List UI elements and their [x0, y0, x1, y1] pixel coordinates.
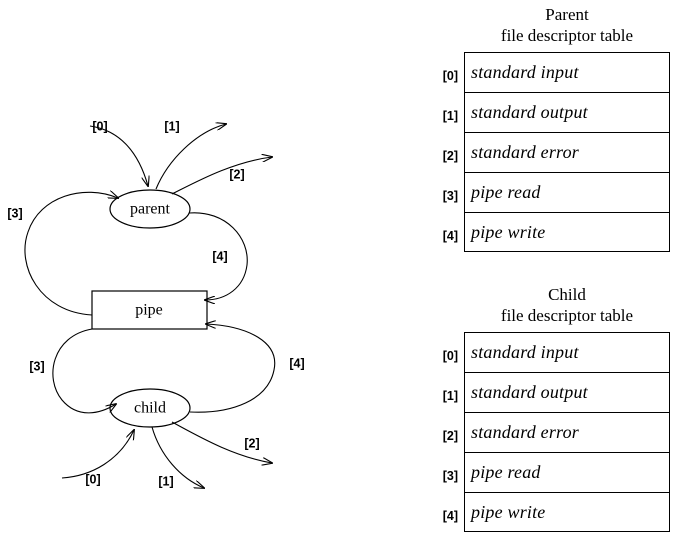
parent-fd-value-1: standard output: [464, 92, 670, 132]
child-fd-value-0: standard input: [464, 332, 670, 372]
child-fd-value-3: pipe read: [464, 452, 670, 492]
child-fd2-label: [2]: [244, 436, 259, 450]
parent-fd0-label: [0]: [92, 119, 107, 133]
child-fd0-arrow: [61, 430, 134, 479]
parent-fd-value-3: pipe read: [464, 172, 670, 212]
parent-fd-table-heading-line2: file descriptor table: [500, 26, 634, 45]
child-fd1-label: [1]: [158, 474, 173, 488]
table-row: [2] standard error: [430, 132, 670, 172]
table-row: [3] pipe read: [430, 452, 670, 492]
table-row: [0] standard input: [430, 332, 670, 372]
table-row: [3] pipe read: [430, 172, 670, 212]
parent-fd-table-heading: Parent file descriptor table: [430, 4, 670, 46]
table-row: [4] pipe write: [430, 212, 670, 252]
parent-fd3-arrow: [24, 192, 118, 316]
child-fd-table-heading-line2: file descriptor table: [500, 306, 634, 325]
pipe-node: [91, 290, 208, 330]
table-row: [1] standard output: [430, 372, 670, 412]
parent-fd3-label: [3]: [7, 206, 22, 220]
parent-node-label: parent: [130, 201, 171, 218]
parent-fd-index-4: [4]: [442, 229, 458, 243]
table-row: [1] standard output: [430, 92, 670, 132]
parent-fd0-arrow: [89, 125, 148, 186]
table-row: [2] standard error: [430, 412, 670, 452]
parent-fd-index-0: [0]: [442, 69, 458, 83]
child-node-label: child: [134, 400, 166, 417]
child-fd-index-0: [0]: [442, 349, 458, 363]
parent-fd-table: [0] standard input [1] standard output […: [430, 52, 670, 252]
child-fd2-arrow: [171, 421, 272, 463]
child-fd-value-2: standard error: [464, 412, 670, 452]
child-fd4-arrow: [189, 324, 276, 413]
child-fd-value-1: standard output: [464, 372, 670, 412]
parent-fd2-arrow: [171, 157, 272, 195]
child-fd3-arrow: [52, 328, 116, 414]
parent-fd-value-2: standard error: [464, 132, 670, 172]
pipe-process-diagram: parent [0] [1] [2] [3] [4] pipe child: [7, 119, 305, 556]
diagram-canvas: parent [0] [1] [2] [3] [4] pipe child: [7, 119, 305, 556]
parent-fd-index-2: [2]: [442, 149, 458, 163]
parent-node: [109, 189, 191, 229]
child-fd-table-heading-line1: Child: [548, 285, 586, 304]
child-fd4-label: [4]: [289, 356, 304, 370]
child-fd1-arrow: [151, 426, 204, 488]
parent-fd4-label: [4]: [212, 249, 227, 263]
child-fd-table-heading: Child file descriptor table: [430, 284, 670, 326]
table-row: [0] standard input: [430, 52, 670, 92]
child-node: [109, 388, 191, 428]
child-fd-index-2: [2]: [442, 429, 458, 443]
parent-fd-index-3: [3]: [442, 189, 458, 203]
parent-fd2-label: [2]: [229, 167, 244, 181]
child-fd-index-1: [1]: [442, 389, 458, 403]
parent-fd-value-4: pipe write: [464, 212, 670, 252]
parent-fd1-label: [1]: [164, 119, 179, 133]
parent-fd-table-heading-line1: Parent: [545, 5, 589, 24]
parent-fd-value-0: standard input: [464, 52, 670, 92]
parent-fd-index-1: [1]: [442, 109, 458, 123]
child-fd-value-4: pipe write: [464, 492, 670, 532]
child-fd0-label: [0]: [85, 472, 100, 486]
parent-fd-table-block: Parent file descriptor table [0] standar…: [430, 4, 670, 252]
child-fd-table: [0] standard input [1] standard output […: [430, 332, 670, 532]
child-fd-index-4: [4]: [442, 509, 458, 523]
child-fd3-label: [3]: [29, 359, 44, 373]
parent-fd1-arrow: [155, 124, 226, 190]
child-fd-table-block: Child file descriptor table [0] standard…: [430, 284, 670, 532]
pipe-node-label: pipe: [135, 302, 163, 319]
parent-fd4-arrow: [188, 212, 248, 300]
child-fd-index-3: [3]: [442, 469, 458, 483]
table-row: [4] pipe write: [430, 492, 670, 532]
